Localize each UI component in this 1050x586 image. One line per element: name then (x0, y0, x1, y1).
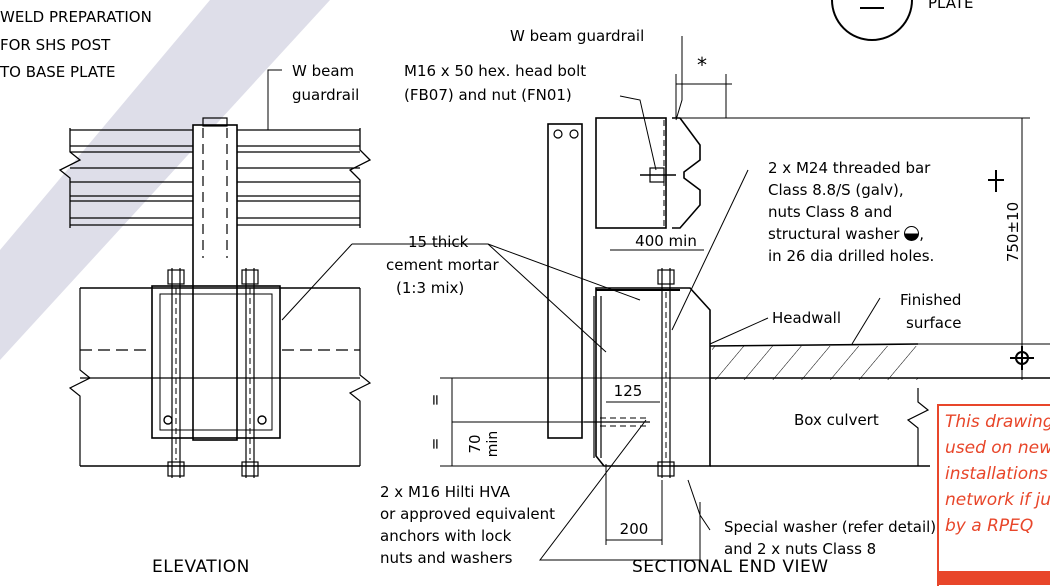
weld-note-line-1: WELD PREPARATION (0, 8, 152, 26)
anchor-label-4: nuts and washers (380, 549, 513, 567)
finished-surface-hatch (712, 346, 918, 380)
threaded-bar-label-4: structural washer , (768, 225, 924, 243)
dim-400-min: 400 min (635, 232, 697, 250)
note-line-3: installations (945, 464, 1048, 484)
anchor-label-2: or approved equivalent (380, 505, 556, 523)
structural-washer-icon (904, 226, 920, 241)
finished-surface-label-2: surface (906, 314, 962, 332)
note-line-5: by a RPEQ (945, 516, 1034, 536)
headwall-section (595, 287, 711, 467)
dimension-lines (440, 74, 1030, 545)
elevation-guardrail-label-2: guardrail (292, 86, 360, 104)
disclaimer-note: This drawing used on new installations n… (937, 404, 1050, 586)
w-beam-profile (672, 117, 701, 229)
elevation-view (58, 117, 372, 478)
threaded-bar-label-3: nuts Class 8 and (768, 203, 893, 221)
plate-symbol (831, 0, 913, 41)
threaded-bar-section (657, 268, 675, 478)
box-culvert-label: Box culvert (794, 411, 879, 429)
threaded-bars-elevation (167, 268, 259, 478)
bolt-label-1: M16 x 50 hex. head bolt (404, 62, 587, 80)
section-guardrail-label: W beam guardrail (510, 27, 645, 45)
elevation-title: ELEVATION (152, 557, 250, 577)
threaded-bar-label-4-text: structural washer (768, 225, 900, 243)
weld-note-line-3: TO BASE PLATE (0, 63, 116, 81)
mortar-label-3: (1:3 mix) (396, 279, 465, 297)
anchor-label-1: 2 x M16 Hilti HVA (380, 483, 511, 501)
special-washer-label-2: and 2 x nuts Class 8 (724, 540, 877, 558)
dim-min: min (485, 431, 501, 457)
dim-equal-top: = (426, 394, 444, 407)
dim-height: 750±10 (1004, 202, 1022, 262)
mortar-label-2: cement mortar (386, 256, 499, 274)
note-line-1: This drawing (945, 412, 1050, 432)
note-line-2: used on new (945, 438, 1050, 458)
note-line-4: network if ju (945, 490, 1050, 510)
finished-surface-label-1: Finished (900, 291, 962, 309)
headwall-label: Headwall (772, 309, 842, 327)
threaded-bar-label-2: Class 8.8/S (galv), (768, 181, 904, 199)
post-section (547, 123, 583, 439)
watermark-band (0, 0, 330, 360)
dim-125: 125 (614, 382, 643, 400)
special-washer-label-1: Special washer (refer detail) (724, 518, 937, 536)
section-title: SECTIONAL END VIEW (632, 557, 829, 577)
leader-lines (267, 36, 881, 561)
blockout-section (595, 117, 667, 229)
mortar-label-1: 15 thick (408, 233, 469, 251)
bolt-label-2: (FB07) and nut (FN01) (404, 86, 572, 104)
dim-70: 70 (466, 434, 484, 453)
dim-200: 200 (620, 520, 649, 538)
post-elevation (192, 124, 238, 441)
note-accent-bar (937, 571, 1050, 585)
plate-symbol-label: PLATE (928, 0, 974, 12)
dim-equal-bottom: = (426, 438, 444, 451)
base-plate-elevation (151, 285, 281, 439)
threaded-bar-label-1: 2 x M24 threaded bar (768, 159, 931, 177)
anchor-label-3: anchors with lock (380, 527, 512, 545)
dim-star: * (697, 53, 707, 77)
threaded-bar-label-5: in 26 dia drilled holes. (768, 247, 935, 265)
sectional-end-view (267, 36, 1050, 561)
washer-symbol-trailer: , (919, 225, 925, 243)
weld-note-line-2: FOR SHS POST (0, 36, 111, 54)
elevation-guardrail-label-1: W beam (292, 62, 355, 80)
level-symbols (988, 170, 1034, 370)
